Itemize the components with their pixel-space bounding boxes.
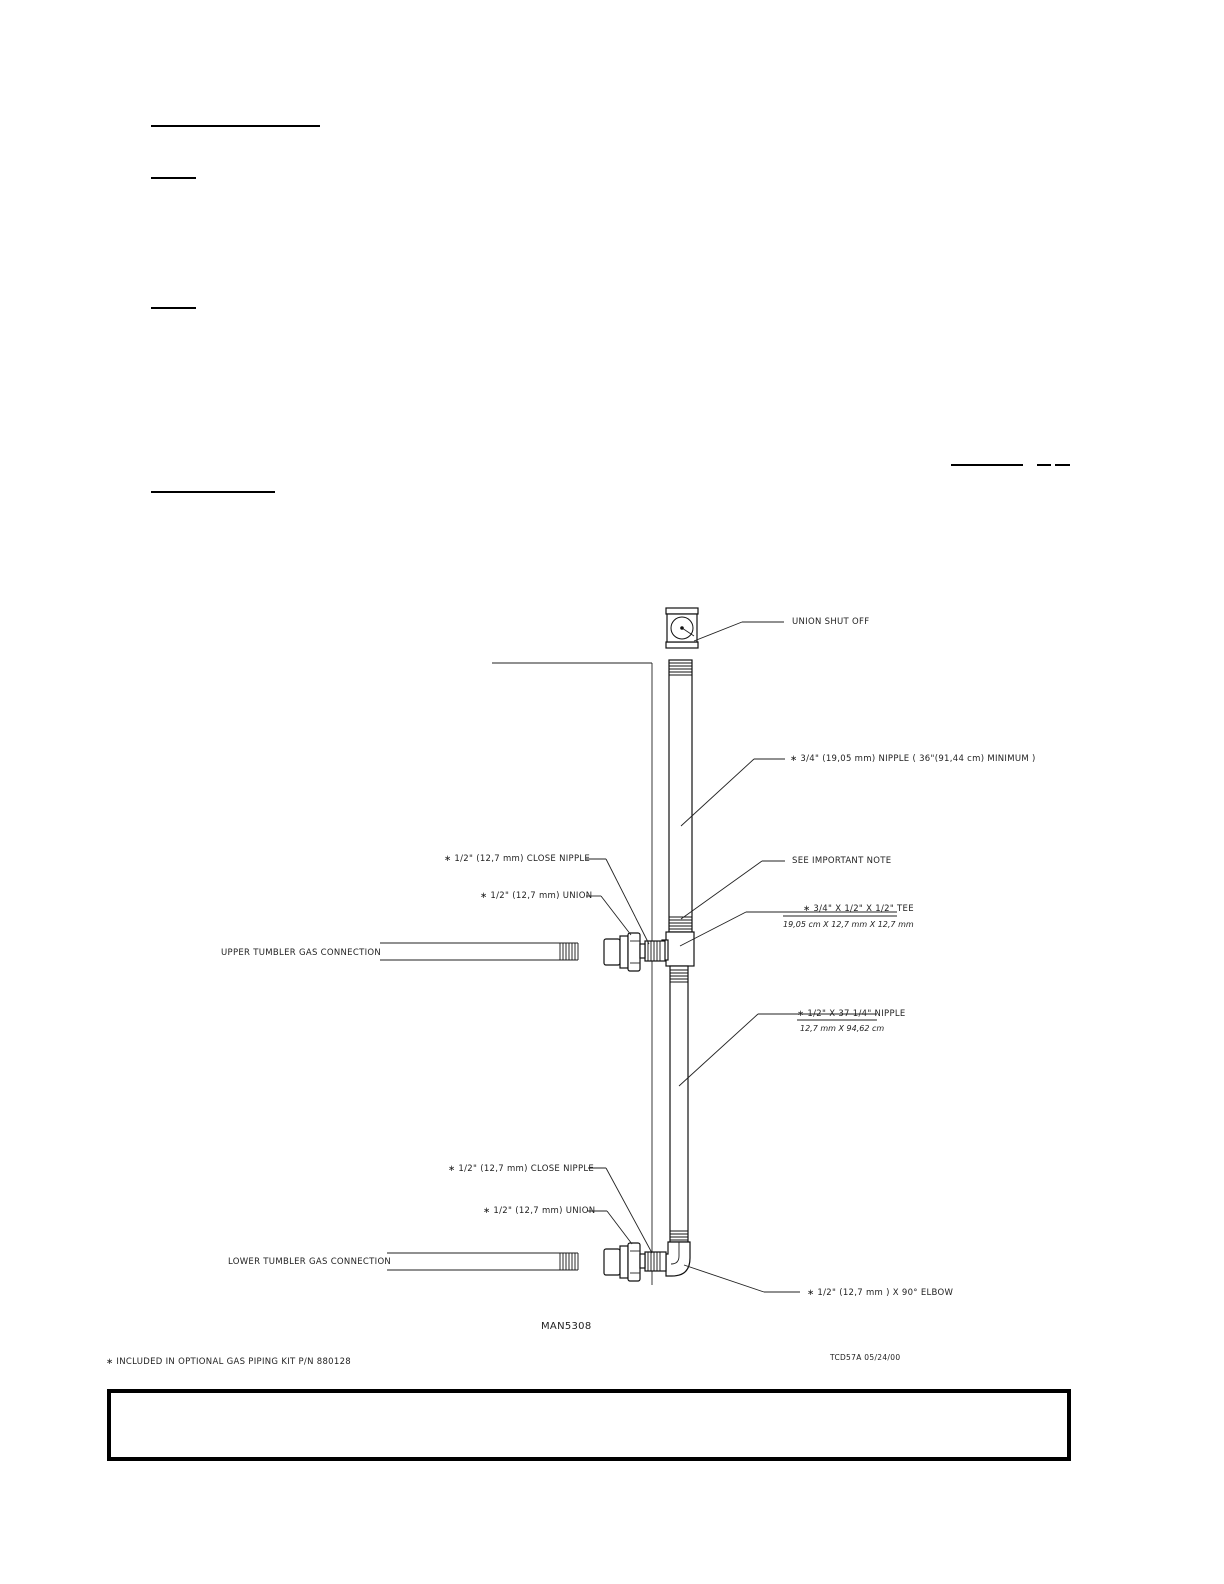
tee-fitting [661, 931, 695, 967]
emphasis-underline-c [1055, 464, 1070, 466]
upper-union [603, 932, 646, 972]
label-nipple-3-4: ∗ 3/4" (19,05 mm) NIPPLE ( 36"(91,44 cm)… [790, 754, 1036, 764]
nipple-37-quarter [669, 965, 689, 1243]
leader-nipple-37 [678, 1013, 759, 1087]
label-tee-line2: 19,05 cm X 12,7 mm X 12,7 mm [783, 920, 914, 929]
label-elbow: ∗ 1/2" (12,7 mm ) X 90° ELBOW [807, 1288, 954, 1298]
label-tee-line1: ∗ 3/4" X 1/2" X 1/2" TEE [803, 904, 914, 914]
emphasis-underline-b [1037, 464, 1051, 466]
label-upper-union: ∗ 1/2" (12,7 mm) UNION [480, 891, 592, 901]
emphasis-underline-a [951, 464, 1023, 466]
label-nipple-37-line1: ∗ 1/2" X 37 1/4" NIPPLE [797, 1009, 906, 1019]
upper-connection-pipe [380, 942, 579, 961]
label-lower-union: ∗ 1/2" (12,7 mm) UNION [483, 1206, 595, 1216]
important-note-box [107, 1389, 1071, 1461]
elbow-fitting [665, 1241, 691, 1277]
label-nipple-37-line2: 12,7 mm X 94,62 cm [800, 1024, 884, 1033]
revision-tag: TCD57A 05/24/00 [829, 1353, 900, 1362]
upper-close-nipple [644, 940, 666, 962]
note-underline-2 [151, 307, 196, 309]
label-lower-connection: LOWER TUMBLER GAS CONNECTION [228, 1257, 391, 1267]
note-underline-1 [151, 177, 196, 179]
leader-nipple-3-4 [680, 758, 755, 827]
label-see-important-note: SEE IMPORTANT NOTE [792, 856, 891, 866]
leader-elbow [683, 1264, 765, 1293]
label-upper-close-nipple: ∗ 1/2" (12,7 mm) CLOSE NIPPLE [444, 854, 590, 864]
leader-tee [679, 911, 747, 947]
union-shut-off-valve [665, 607, 699, 649]
leader-union-shut-off [693, 621, 743, 642]
lower-union [603, 1242, 646, 1282]
label-union-shut-off: UNION SHUT OFF [792, 617, 869, 627]
leader-important-note [680, 860, 763, 920]
drawing-number: MAN5308 [541, 1321, 592, 1332]
label-lower-close-nipple: ∗ 1/2" (12,7 mm) CLOSE NIPPLE [448, 1164, 594, 1174]
label-upper-connection: UPPER TUMBLER GAS CONNECTION [221, 948, 381, 958]
lower-connection-pipe [387, 1252, 579, 1271]
footnote: ∗ INCLUDED IN OPTIONAL GAS PIPING KIT P/… [106, 1357, 351, 1367]
nipple-three-quarter [668, 659, 693, 933]
emphasis-underline-d [151, 491, 275, 493]
heading-underline [151, 125, 320, 127]
lower-close-nipple [644, 1251, 667, 1272]
